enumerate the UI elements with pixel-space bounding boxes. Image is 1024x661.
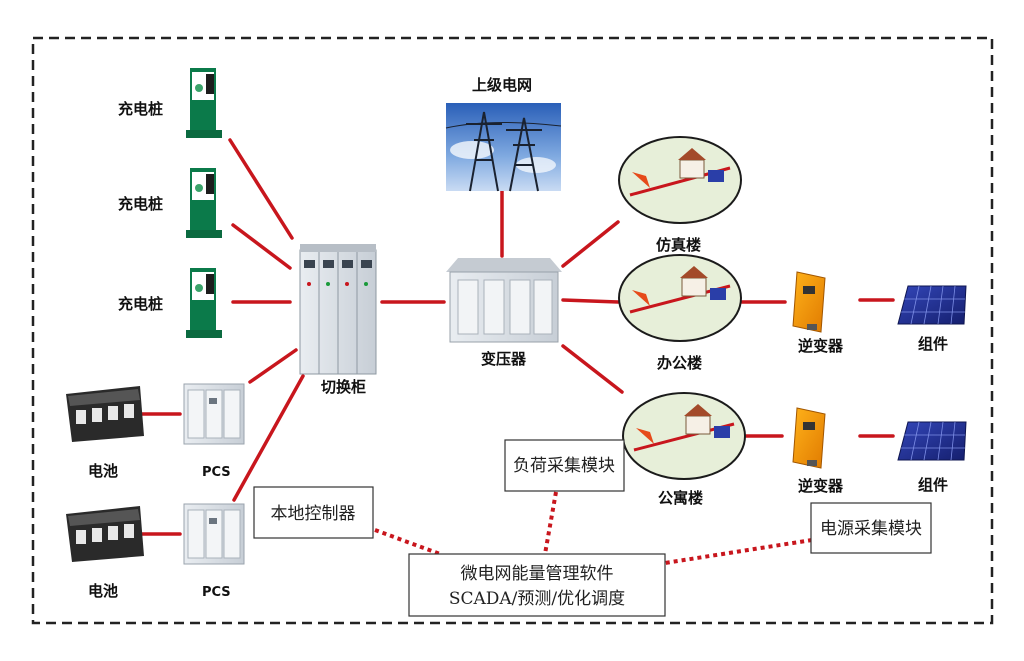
local-controller-box: 本地控制器: [253, 486, 374, 539]
upper-grid-image: [445, 103, 562, 192]
battery-1-label: 电池: [88, 462, 118, 480]
power-collection-box: 电源采集模块: [810, 502, 932, 554]
line-transformer-office: [561, 298, 620, 304]
charger-1-label: 充电桩: [118, 100, 163, 118]
line-pcs1-cabinet: [248, 348, 298, 384]
switch-cabinet: [299, 244, 377, 375]
module-2-label: 组件: [918, 476, 948, 494]
battery-2: [66, 506, 144, 562]
pcs-1-label: PCS: [202, 465, 231, 480]
load-collection-box: 负荷采集模块: [504, 439, 625, 492]
switch-cabinet-label: 切换柜: [321, 378, 366, 396]
inverter-1-label: 逆变器: [798, 337, 844, 355]
load-collection-text: 负荷采集模块: [513, 456, 615, 476]
battery-2-label: 电池: [88, 582, 118, 600]
comm-load-collection-ems: [543, 491, 558, 555]
line-charger2-cabinet: [231, 223, 292, 270]
comm-local-controller-ems: [374, 528, 441, 556]
transformer: [446, 258, 562, 343]
sim-building-label: 仿真楼: [656, 236, 701, 254]
apartment-building-label: 公寓楼: [658, 489, 703, 507]
inverter-2: [792, 407, 826, 469]
module-1: [897, 285, 967, 325]
apartment-building-image: [622, 392, 746, 480]
office-building-image: [618, 254, 742, 342]
line-transformer-apartment: [561, 344, 624, 394]
upper-grid-label: 上级电网: [472, 76, 532, 94]
battery-1: [66, 386, 144, 442]
line-transformer-sim: [561, 220, 620, 268]
power-collection-text: 电源采集模块: [820, 519, 922, 539]
sim-building-image: [618, 136, 742, 224]
inverter-1: [792, 271, 826, 333]
pcs-1: [183, 383, 245, 445]
inverter-2-label: 逆变器: [798, 477, 844, 495]
power-lines: [140, 138, 895, 536]
local-controller-text: 本地控制器: [271, 504, 356, 524]
charger-2: [186, 168, 222, 238]
transformer-label: 变压器: [481, 350, 527, 368]
charger-2-label: 充电桩: [118, 195, 163, 213]
ems-box: 微电网能量管理软件 SCADA/预测/优化调度: [408, 553, 666, 617]
module-2: [897, 421, 967, 461]
ems-line1: 微电网能量管理软件: [461, 564, 614, 584]
pcs-2-label: PCS: [202, 585, 231, 600]
ems-line2: SCADA/预测/优化调度: [449, 589, 625, 609]
outer-border: [31, 36, 994, 625]
pcs-2: [183, 503, 245, 565]
charger-3-label: 充电桩: [118, 295, 163, 313]
office-building-label: 办公楼: [657, 354, 702, 372]
module-1-label: 组件: [918, 335, 948, 353]
charger-1: [186, 68, 222, 138]
comm-lines: [374, 491, 813, 565]
comm-power-collection-ems: [664, 538, 813, 565]
line-pcs2-cabinet: [232, 374, 305, 502]
charger-3: [186, 268, 222, 338]
line-charger1-cabinet: [228, 138, 294, 240]
